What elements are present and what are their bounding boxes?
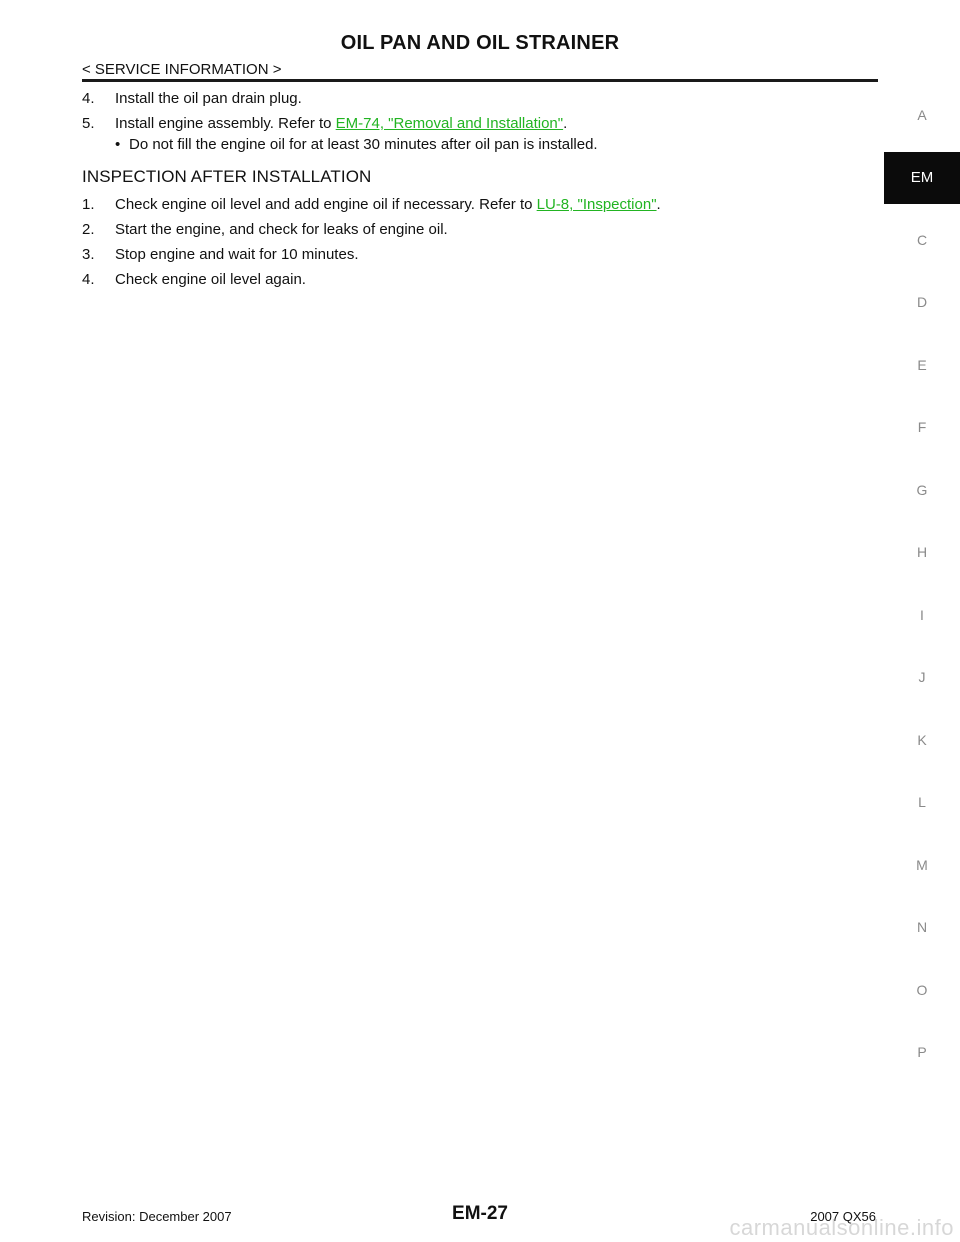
- index-tab-a[interactable]: A: [917, 107, 927, 123]
- section-label: < SERVICE INFORMATION >: [82, 61, 282, 78]
- step-text: Stop engine and wait for 10 minutes.: [115, 246, 359, 263]
- main-content: 4. Install the oil pan drain plug. 5. In…: [82, 89, 872, 295]
- step-text: Install the oil pan drain plug.: [115, 90, 302, 107]
- step-number: 1.: [82, 196, 95, 213]
- link-em-74-removal-installation[interactable]: EM-74, "Removal and Installation": [335, 115, 564, 132]
- step-text: Start the engine, and check for leaks of…: [115, 221, 448, 238]
- step-recheck-oil: 4. Check engine oil level again.: [82, 270, 872, 290]
- step-check-oil-level: 1. Check engine oil level and add engine…: [82, 195, 872, 215]
- step-text: Check engine oil level and add engine oi…: [115, 196, 537, 213]
- step-start-engine: 2. Start the engine, and check for leaks…: [82, 220, 872, 240]
- vehicle-model: 2007 QX56: [810, 1209, 876, 1224]
- header-divider: [82, 79, 878, 82]
- revision-date: Revision: December 2007: [82, 1209, 232, 1224]
- page-number: EM-27: [452, 1203, 508, 1224]
- index-tab-f[interactable]: F: [917, 419, 927, 435]
- step-number: 5.: [82, 115, 95, 132]
- note-text: Do not fill the engine oil for at least …: [129, 136, 598, 153]
- step-number: 4.: [82, 90, 95, 107]
- index-tab-m[interactable]: M: [916, 856, 928, 873]
- step-number: 3.: [82, 246, 95, 263]
- index-tab-i[interactable]: I: [920, 606, 924, 623]
- step-install-engine: 5. Install engine assembly. Refer to EM-…: [82, 114, 872, 134]
- step-text: Install engine assembly. Refer to: [115, 115, 336, 132]
- step-text-end: .: [563, 115, 568, 132]
- page-title: OIL PAN AND OIL STRAINER: [340, 32, 620, 54]
- index-tab-l[interactable]: L: [918, 794, 926, 810]
- step-number: 2.: [82, 221, 95, 238]
- watermark: carmanualsonline.info: [729, 1215, 954, 1240]
- step-install-drain-plug: 4. Install the oil pan drain plug.: [82, 89, 872, 109]
- note-bullet: • Do not fill the engine oil for at leas…: [82, 135, 872, 155]
- index-tab-c[interactable]: C: [916, 231, 928, 248]
- step-text: Check engine oil level again.: [115, 271, 306, 288]
- step-stop-engine: 3. Stop engine and wait for 10 minutes.: [82, 245, 872, 265]
- section-index-tabs: A EM C D E F G H I J K L M N O P: [884, 84, 960, 1084]
- index-tab-em-active[interactable]: EM: [884, 151, 960, 204]
- index-tab-o[interactable]: O: [916, 981, 928, 998]
- section-heading-inspection: INSPECTION AFTER INSTALLATION: [82, 167, 372, 186]
- index-tab-k[interactable]: K: [917, 731, 927, 748]
- index-tab-g[interactable]: G: [916, 481, 928, 498]
- index-tab-e[interactable]: E: [917, 356, 927, 373]
- index-tab-p[interactable]: P: [917, 1044, 927, 1060]
- index-tab-d[interactable]: D: [916, 294, 928, 310]
- step-number: 4.: [82, 271, 95, 288]
- index-tab-h[interactable]: H: [916, 544, 928, 560]
- index-tab-j[interactable]: J: [918, 669, 926, 685]
- bullet-dot-icon: •: [115, 136, 121, 153]
- step-text-end: .: [656, 196, 661, 213]
- index-tab-n[interactable]: N: [916, 919, 928, 935]
- link-lu-8-inspection[interactable]: LU-8, "Inspection": [536, 196, 657, 213]
